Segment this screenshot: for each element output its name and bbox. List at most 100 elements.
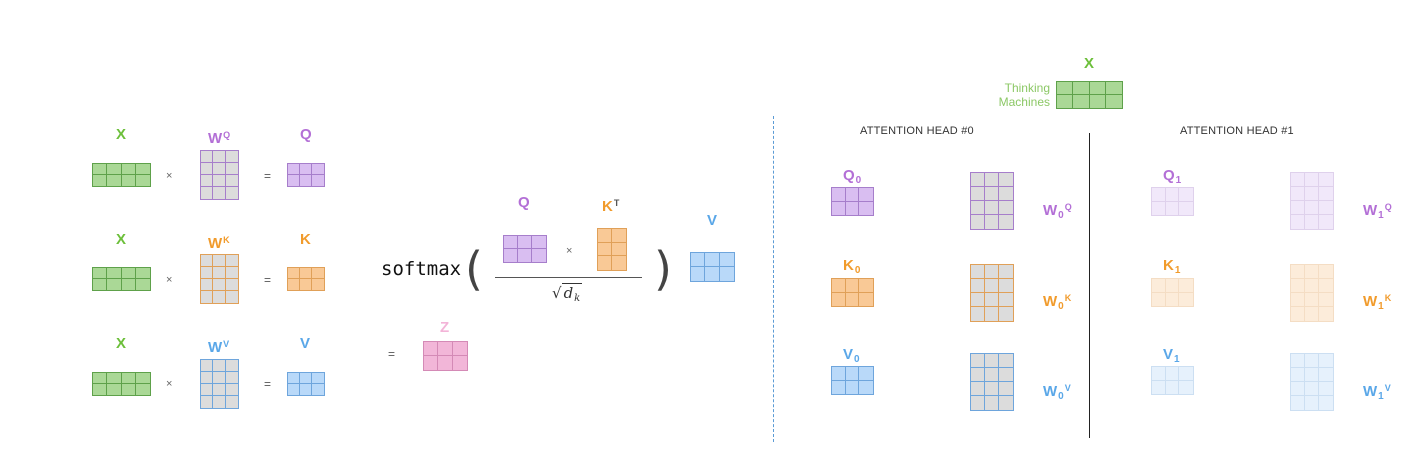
fraction-bar	[495, 277, 642, 278]
matrix-cell	[705, 267, 720, 281]
matrix-cell	[1319, 307, 1333, 321]
formula-times: ×	[566, 245, 573, 257]
matrix-cell	[1305, 368, 1319, 382]
head-1-k-matrix	[1151, 278, 1194, 307]
matrix-cell	[532, 249, 546, 262]
matrix-cell	[201, 384, 214, 396]
matrix-cell	[213, 255, 226, 267]
head-0-v-matrix	[831, 366, 874, 395]
matrix-cell	[1305, 201, 1319, 215]
row-v-output-matrix	[287, 372, 325, 396]
matrix-cell	[999, 279, 1013, 293]
matrix-cell	[93, 384, 108, 395]
matrix-cell	[93, 279, 108, 290]
matrix-cell	[985, 201, 999, 215]
matrix-cell	[312, 164, 324, 175]
section-divider	[773, 116, 774, 442]
matrix-cell	[438, 356, 453, 370]
matrix-cell	[971, 293, 985, 307]
head-0-v-label: V0	[843, 346, 860, 366]
matrix-cell	[971, 382, 985, 396]
matrix-cell	[832, 279, 846, 293]
matrix-cell	[93, 175, 108, 186]
head-0-wv-matrix	[970, 353, 1014, 411]
matrix-cell	[201, 163, 214, 175]
matrix-cell	[1305, 279, 1319, 293]
formula-z-matrix	[423, 341, 468, 371]
matrix-cell	[846, 201, 860, 215]
matrix-cell	[832, 201, 846, 215]
matrix-cell	[1165, 188, 1180, 202]
matrix-cell	[598, 242, 612, 257]
matrix-cell	[1165, 279, 1180, 293]
matrix-cell	[107, 175, 122, 186]
head-1-wq-matrix	[1290, 172, 1334, 230]
matrix-cell	[122, 279, 136, 290]
matrix-cell	[121, 268, 136, 279]
matrix-cell	[518, 249, 532, 262]
matrix-cell	[1319, 187, 1333, 201]
row-q-weight-label: WQ	[208, 130, 231, 147]
head-0-q-matrix	[831, 187, 874, 216]
matrix-cell	[985, 396, 999, 410]
matrix-cell	[985, 265, 999, 279]
matrix-cell	[985, 279, 999, 293]
matrix-cell	[999, 265, 1013, 279]
matrix-cell	[859, 367, 873, 381]
matrix-cell	[1179, 188, 1193, 202]
matrix-cell	[1089, 82, 1106, 95]
matrix-cell	[136, 279, 150, 290]
row-v-weight-matrix	[200, 359, 239, 409]
matrix-cell	[1305, 173, 1319, 187]
row-k-weight-label: WK	[208, 235, 230, 252]
matrix-cell	[93, 164, 108, 175]
formula-q-label: Q	[518, 194, 530, 211]
head-1-q-label: Q1	[1163, 167, 1182, 187]
input-words: Thinking Machines	[980, 81, 1050, 109]
matrix-cell	[832, 380, 846, 394]
head-1-k-label: K1	[1163, 257, 1181, 277]
matrix-cell	[612, 229, 626, 243]
row-v-input-matrix	[92, 372, 151, 396]
matrix-cell	[93, 268, 108, 279]
matrix-cell	[213, 360, 226, 372]
matrix-cell	[1305, 382, 1319, 396]
matrix-cell	[1291, 187, 1305, 201]
formula-z-label: Z	[440, 319, 450, 336]
matrix-cell	[1319, 382, 1333, 396]
matrix-cell	[225, 360, 238, 372]
head-0-wk-matrix	[970, 264, 1014, 322]
matrix-cell	[213, 279, 226, 291]
matrix-cell	[1319, 354, 1333, 368]
formula-equals: =	[388, 347, 396, 361]
row-k-weight-matrix	[200, 254, 239, 304]
matrix-cell	[300, 268, 312, 279]
head-1-wv-label: W1V	[1363, 383, 1391, 402]
row-k-input-matrix	[92, 267, 151, 291]
matrix-cell	[1305, 307, 1319, 321]
head-1-title: ATTENTION HEAD #1	[1180, 125, 1294, 137]
sqrt-dk: √dk	[552, 283, 583, 304]
matrix-cell	[1291, 382, 1305, 396]
matrix-cell	[985, 187, 999, 201]
matrix-cell	[985, 368, 999, 382]
matrix-cell	[1179, 367, 1193, 381]
matrix-cell	[1319, 293, 1333, 307]
matrix-cell	[691, 253, 706, 267]
matrix-cell	[288, 268, 300, 279]
matrix-cell	[225, 279, 238, 291]
matrix-cell	[999, 293, 1013, 307]
row-q-input-label: X	[116, 126, 127, 143]
matrix-cell	[999, 215, 1013, 229]
matrix-cell	[999, 382, 1013, 396]
matrix-cell	[1179, 381, 1193, 395]
head-1-v-label: V1	[1163, 346, 1180, 366]
matrix-cell	[846, 380, 860, 394]
matrix-cell	[201, 187, 214, 199]
matrix-cell	[859, 188, 873, 202]
matrix-cell	[1319, 173, 1333, 187]
matrix-cell	[300, 384, 312, 395]
row-k-times: ×	[166, 274, 173, 286]
matrix-cell	[971, 307, 985, 321]
